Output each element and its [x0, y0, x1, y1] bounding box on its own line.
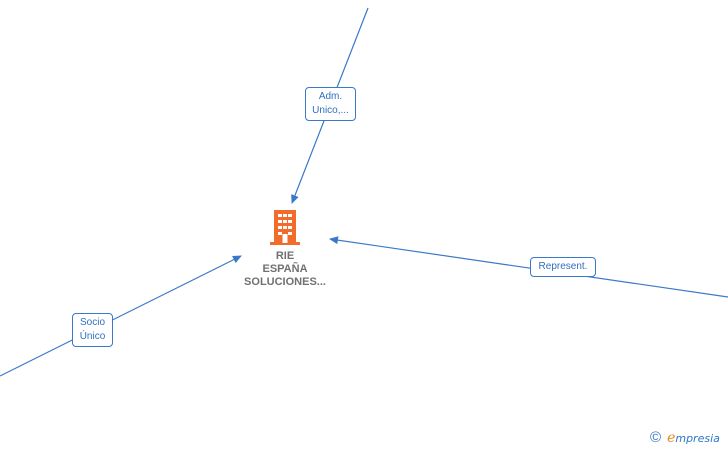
company-name-line-3: SOLUCIONES... [244, 276, 326, 288]
brand-logo-text: mpresia [675, 431, 720, 445]
edge-label-socio-line-2: Único [79, 331, 106, 342]
edge-label-socio-line-1: Socio [79, 317, 105, 328]
company-name-line-2: ESPAÑA [262, 263, 308, 275]
company-name: RIE ESPAÑA SOLUCIONES... [225, 250, 345, 289]
edge-label-adm-line-1: Adm. [318, 91, 343, 102]
edge-represent-line [329, 236, 728, 298]
copyright-icon: © [650, 429, 662, 446]
brand-logo-first-letter: e [667, 430, 676, 446]
company-node[interactable]: RIE ESPAÑA SOLUCIONES... [225, 210, 345, 289]
edge-label-represent-line-1: Represent. [538, 261, 588, 272]
edge-label-adm-line-2: Unico,... [312, 105, 349, 116]
edge-label-socio[interactable]: Socio Único [72, 313, 113, 347]
building-icon [270, 210, 300, 245]
edge-label-adm[interactable]: Adm. Unico,... [305, 87, 356, 121]
empresia-brand[interactable]: © e mpresia [650, 429, 720, 447]
company-name-line-1: RIE [275, 250, 295, 262]
edge-socio-line [0, 255, 242, 377]
edge-label-represent[interactable]: Represent. [530, 257, 596, 277]
